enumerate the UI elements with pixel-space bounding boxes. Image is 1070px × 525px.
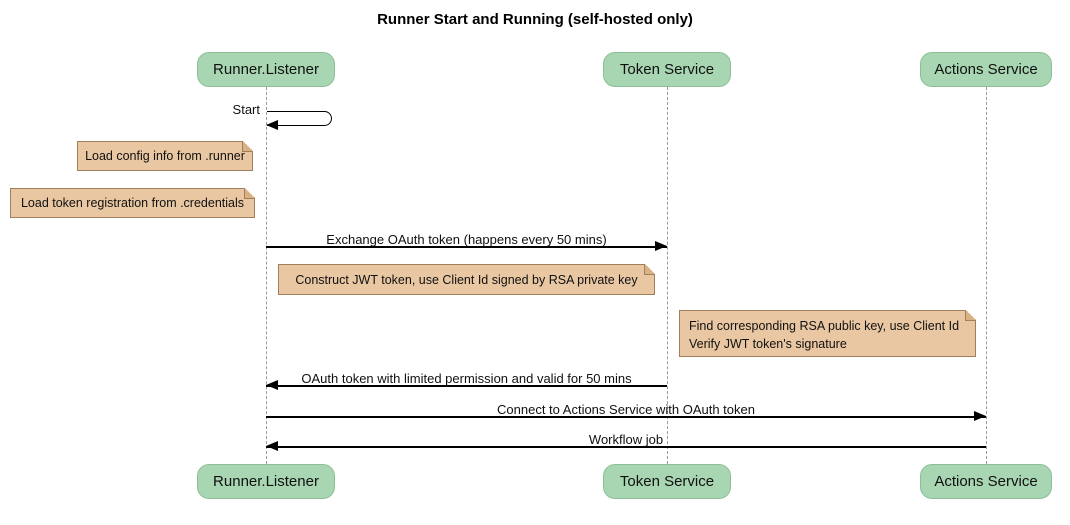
note-text: Load token registration from .credential… xyxy=(20,196,245,210)
participant-label: Actions Service xyxy=(934,473,1038,490)
lifeline-token-service xyxy=(667,87,668,464)
note-fold-icon xyxy=(965,310,976,321)
message-label-exchange: Exchange OAuth token (happens every 50 m… xyxy=(326,232,607,247)
note-text-line2: Verify JWT token's signature xyxy=(689,337,847,352)
message-line-connect xyxy=(266,416,986,418)
arrowhead-left-icon xyxy=(266,380,278,390)
arrowhead-right-icon xyxy=(655,241,667,251)
message-line-oauth-return xyxy=(266,385,667,387)
message-label-oauth-return: OAuth token with limited permission and … xyxy=(301,371,632,386)
self-message-loop xyxy=(267,111,332,126)
lifeline-actions-service xyxy=(986,87,987,464)
note-load-config: Load config info from .runner xyxy=(77,141,253,171)
participant-actions-service-top: Actions Service xyxy=(920,52,1052,87)
note-verify-jwt: Find corresponding RSA public key, use C… xyxy=(679,310,976,357)
message-label-start: Start xyxy=(232,102,260,117)
participant-label: Actions Service xyxy=(934,61,1038,78)
note-load-credentials: Load token registration from .credential… xyxy=(10,188,255,218)
note-text-line1: Find corresponding RSA public key, use C… xyxy=(689,319,960,333)
participant-token-service-bottom: Token Service xyxy=(603,464,731,499)
participant-label: Token Service xyxy=(619,473,715,490)
lifeline-runner-listener xyxy=(266,87,267,464)
participant-token-service-top: Token Service xyxy=(603,52,731,87)
note-construct-jwt: Construct JWT token, use Client Id signe… xyxy=(278,264,655,295)
participant-label: Runner.Listener xyxy=(213,473,319,490)
participant-runner-listener-top: Runner.Listener xyxy=(197,52,335,87)
participant-runner-listener-bottom: Runner.Listener xyxy=(197,464,335,499)
arrowhead-left-icon xyxy=(266,120,278,130)
arrowhead-right-icon xyxy=(974,411,986,421)
participant-actions-service-bottom: Actions Service xyxy=(920,464,1052,499)
participant-label: Token Service xyxy=(619,61,715,78)
note-fold-icon xyxy=(242,141,253,152)
arrowhead-left-icon xyxy=(266,441,278,451)
note-fold-icon xyxy=(244,188,255,199)
message-label-connect: Connect to Actions Service with OAuth to… xyxy=(497,402,755,417)
note-fold-icon xyxy=(644,264,655,275)
note-text: Load config info from .runner xyxy=(85,149,245,163)
note-text: Construct JWT token, use Client Id signe… xyxy=(295,272,638,287)
participant-label: Runner.Listener xyxy=(213,61,319,78)
message-line-workflow xyxy=(266,446,986,448)
message-line-exchange xyxy=(266,246,667,248)
diagram-title: Runner Start and Running (self-hosted on… xyxy=(377,11,693,28)
message-label-workflow: Workflow job xyxy=(588,432,664,447)
